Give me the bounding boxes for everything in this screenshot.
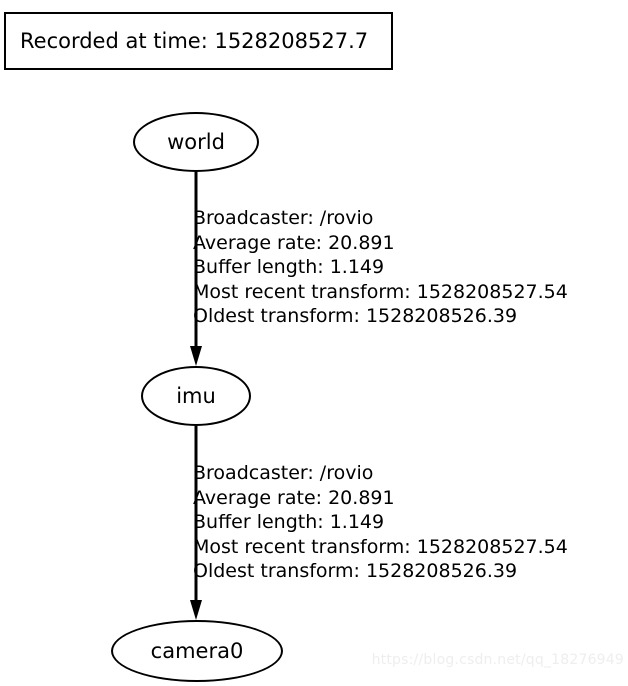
graph-node-imu[interactable]: imu [141, 366, 251, 426]
graph-node-imu-label: imu [176, 383, 216, 408]
recorded-time-box: Recorded at time: 1528208527.7 [4, 12, 393, 70]
edge-label-world-imu: Broadcaster: /rovio Average rate: 20.891… [193, 206, 568, 329]
edge-label-average-rate: Average rate: 20.891 [193, 231, 395, 254]
edge-label-broadcaster: Broadcaster: /rovio [193, 207, 374, 229]
edge-label-most-recent-transform: Most recent transform: 1528208527.54 [193, 280, 568, 303]
edge-imu-camera0-arrowhead [190, 600, 202, 620]
edge-label-broadcaster: Broadcaster: /rovio [193, 462, 374, 484]
edge-label-oldest-transform: Oldest transform: 1528208526.39 [193, 305, 518, 327]
recorded-time-label: Recorded at time: 1528208527.7 [20, 29, 369, 53]
graph-node-camera0[interactable]: camera0 [111, 620, 283, 682]
edge-label-average-rate: Average rate: 20.891 [193, 486, 395, 509]
graph-node-world[interactable]: world [133, 112, 259, 172]
edge-label-oldest-transform: Oldest transform: 1528208526.39 [193, 560, 518, 582]
edge-imu-camera0 [190, 426, 202, 620]
edge-label-imu-camera0: Broadcaster: /rovio Average rate: 20.891… [193, 461, 568, 584]
edge-label-most-recent-transform: Most recent transform: 1528208527.54 [193, 535, 568, 558]
edge-world-imu-arrowhead [190, 346, 202, 366]
watermark: https://blog.csdn.net/qq_18276949 [371, 652, 624, 668]
edge-label-buffer-length: Buffer length: 1.149 [193, 511, 385, 533]
edge-label-buffer-length: Buffer length: 1.149 [193, 256, 385, 278]
graph-node-world-label: world [167, 129, 225, 154]
graph-node-camera0-label: camera0 [150, 638, 244, 663]
edge-world-imu [190, 172, 202, 366]
